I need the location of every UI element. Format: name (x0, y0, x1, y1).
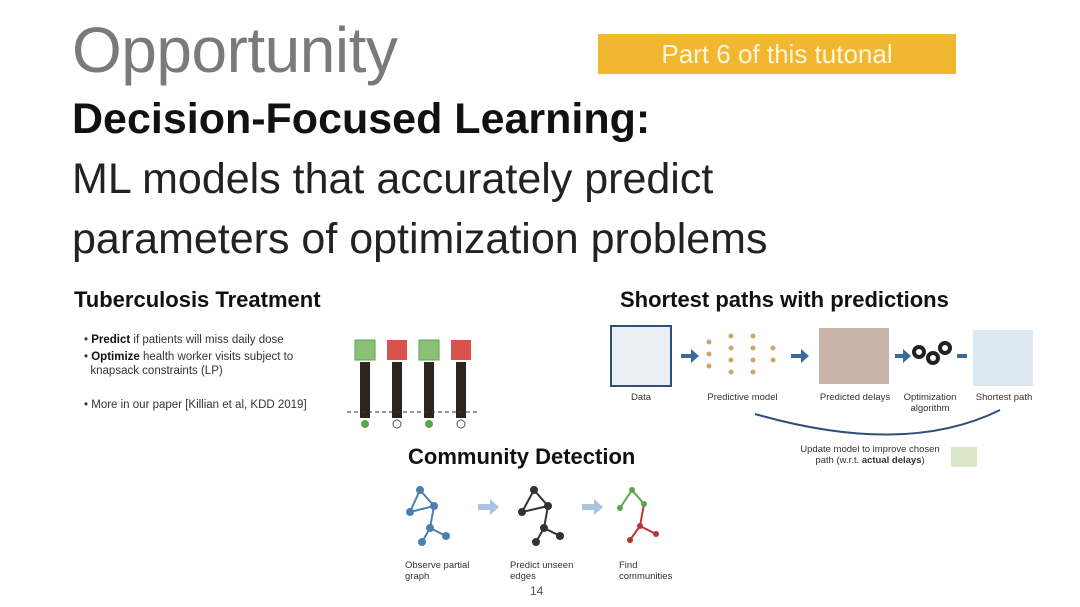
label-observe-line2: graph (405, 571, 430, 583)
label-update-line1: Update model to improve chosen (800, 444, 940, 455)
arrow-icon (478, 499, 499, 515)
predicted-graph (518, 486, 564, 546)
label-predicted-delays: Predicted delays (819, 392, 891, 403)
patient-column-1 (354, 339, 376, 428)
community-graph (617, 487, 659, 543)
bullet-predict-bold: Predict (91, 334, 131, 346)
label-data: Data (630, 392, 652, 403)
part-badge: Part 6 of this tutonal (598, 34, 956, 74)
bullet-optimize: • Optimize health worker visits subject … (84, 351, 294, 378)
partial-graph (406, 486, 450, 546)
patient-column-2 (387, 340, 407, 429)
community-detection-title: Community Detection (408, 444, 636, 469)
label-update-model: Update model to improve chosen path (w.r… (785, 444, 955, 467)
arrow-icon (681, 349, 699, 363)
patient-column-4 (451, 340, 471, 429)
label-update-line2b: actual delays (861, 455, 922, 467)
label-optimization-line2: algorithm (910, 403, 950, 415)
label-shortest-path: Shortest path (975, 392, 1033, 403)
label-optimization-algorithm: Optimization algorithm (895, 392, 965, 415)
label-update-line2a: path (w.r.t. (815, 455, 862, 467)
bullet-optimize-line2: knapsack constraints (LP) (90, 365, 223, 378)
bullet-optimize-text: health worker visits subject to (139, 351, 294, 363)
arrow-icon (895, 349, 911, 363)
bullet-optimize-bold: Optimize (91, 351, 140, 363)
label-predictive-model: Predictive model (707, 392, 778, 403)
label-observe-line1: Observe partial (405, 560, 470, 571)
label-observe-graph: Observe partial graph (405, 560, 469, 583)
label-find-communities: Find communities (619, 560, 672, 583)
label-predict-line2: edges (510, 571, 536, 583)
subtitle-line-1: ML models that accurately predict (72, 155, 714, 203)
label-update-line2c: ) (921, 455, 925, 467)
label-find-line1: Find (619, 560, 638, 571)
label-find-line2: communities (619, 571, 673, 583)
label-predict-edges: Predict unseen edges (510, 560, 573, 583)
subtitle-line-2: parameters of optimization problems (72, 215, 768, 263)
shortest-paths-title: Shortest paths with predictions (620, 287, 949, 312)
feedback-arrow (754, 409, 1001, 436)
community-pipeline (406, 486, 659, 546)
arrow-icon (791, 349, 809, 363)
label-optimization-line1: Optimization (903, 392, 957, 403)
neural-net-icon (706, 333, 776, 375)
slide-title: Opportunity (72, 14, 398, 86)
bullet-paper-text: More in our paper [Killian et al, KDD 20… (91, 399, 307, 411)
data-image (610, 325, 672, 387)
predicted-delays-map (819, 328, 889, 384)
bullet-predict: • Predict if patients will miss daily do… (84, 334, 284, 346)
label-predict-line1: Predict unseen (510, 560, 574, 571)
patient-column-3 (418, 339, 440, 428)
patient-dose-illustration (347, 339, 478, 429)
tuberculosis-title: Tuberculosis Treatment (74, 287, 321, 312)
shortest-path-map (973, 330, 1033, 386)
shortest-path-pipeline (610, 325, 1033, 436)
page-number: 14 (530, 584, 544, 598)
path-thumbnail (951, 447, 977, 467)
heading: Decision-Focused Learning: (72, 95, 651, 143)
gears-icon (912, 341, 952, 365)
bullet-paper: • More in our paper [Killian et al, KDD … (84, 399, 307, 411)
arrow-icon (582, 499, 603, 515)
bullet-predict-text: if patients will miss daily dose (130, 334, 284, 346)
